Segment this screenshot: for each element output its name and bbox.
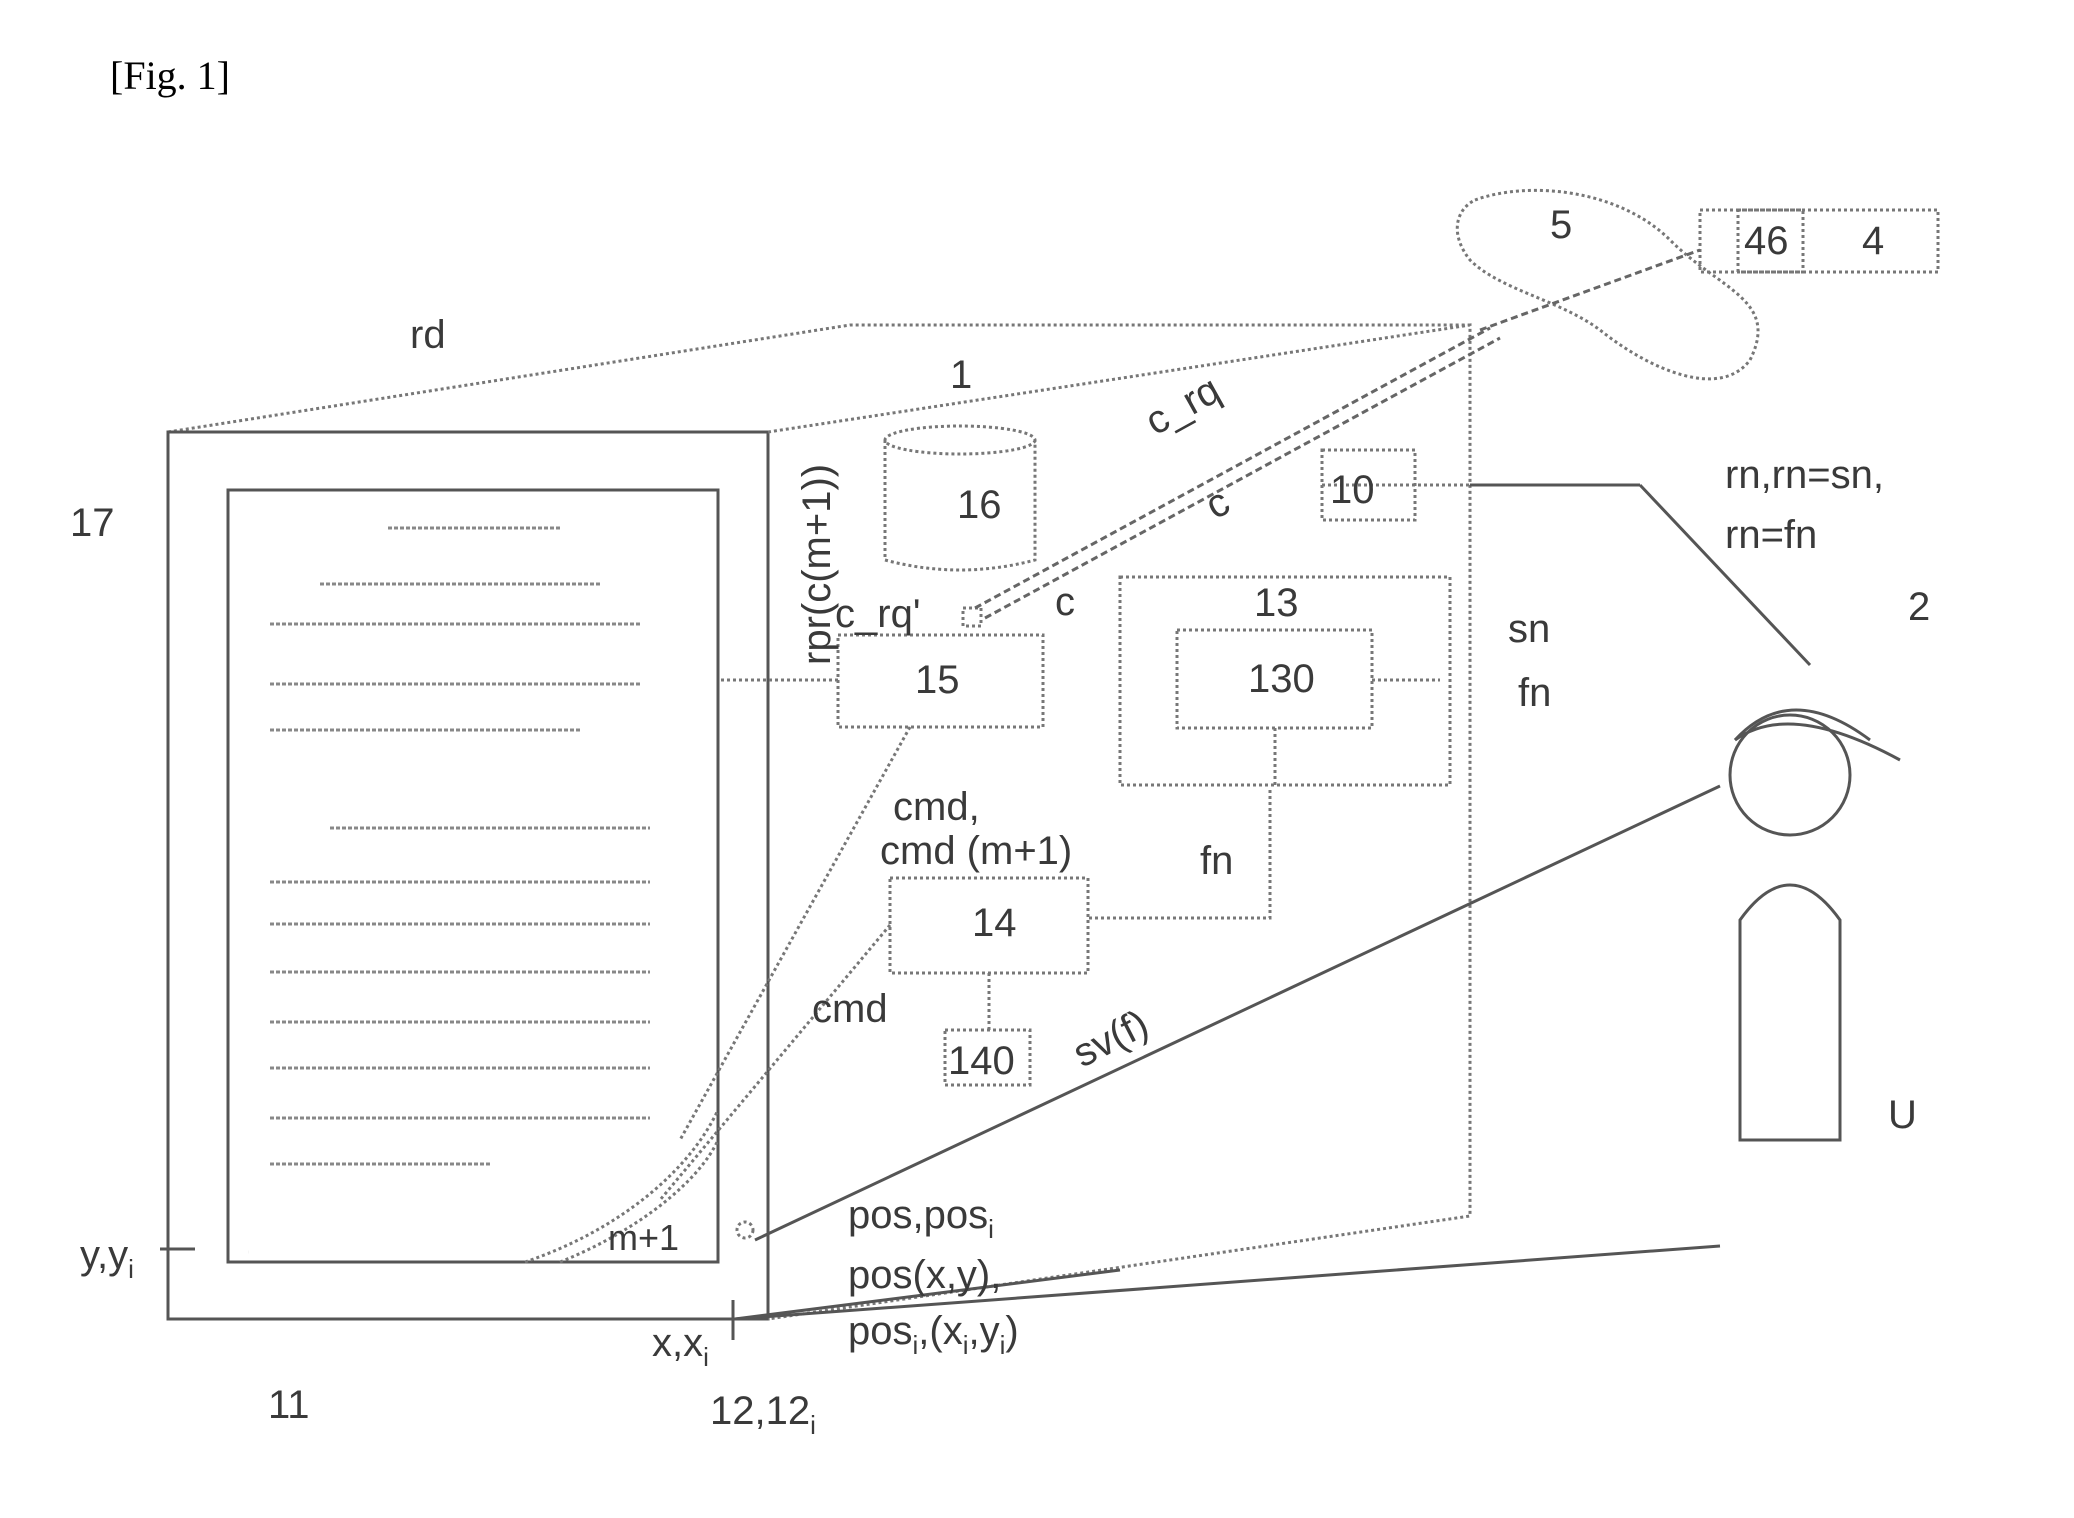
label-2: 2 — [1908, 585, 1930, 629]
figure-label: [Fig. 1] — [110, 53, 230, 98]
label-user: U — [1888, 1093, 1917, 1137]
label-cmd-1: cmd, — [893, 785, 980, 829]
c-request-marker — [961, 606, 983, 628]
connections — [160, 248, 1812, 1340]
label-x: x,xi — [652, 1321, 709, 1372]
label-rpr: rpr(c(m+1)) — [795, 464, 839, 665]
module-46 — [1736, 208, 1805, 274]
label-c-small: c — [1055, 580, 1075, 624]
label-y: y,yi — [80, 1233, 134, 1284]
label-130: 130 — [1248, 657, 1315, 701]
network-5 — [1455, 188, 1760, 381]
component-140 — [943, 1028, 1032, 1087]
label-fn-bottom: fn — [1200, 839, 1233, 883]
label-140: 140 — [948, 1039, 1015, 1083]
label-17: 17 — [70, 501, 115, 545]
label-rd: rd — [410, 313, 446, 357]
label-rn-1: rn,rn=sn, — [1725, 453, 1884, 497]
label-16: 16 — [957, 483, 1002, 527]
label-cmd-2: cmd (m+1) — [880, 829, 1072, 873]
label-c: c — [1198, 480, 1237, 528]
label-pos-2: pos(x,y), — [848, 1253, 1001, 1297]
label-sv: sv(f) — [1066, 1002, 1155, 1077]
label-15: 15 — [915, 658, 960, 702]
label-13: 13 — [1254, 581, 1299, 625]
device-body — [166, 323, 1472, 1321]
label-10: 10 — [1330, 468, 1375, 512]
label-rn-2: rn=fn — [1725, 513, 1817, 557]
label-1: 1 — [950, 353, 972, 397]
label-c-rq: c_rq — [1138, 368, 1227, 444]
display-screen — [226, 488, 720, 1264]
server-4 — [1698, 208, 1940, 274]
label-46: 46 — [1744, 219, 1789, 263]
user-figure — [1728, 708, 1901, 1142]
label-12: 12,12i — [710, 1389, 816, 1440]
label-pos-3: posi,(xi,yi) — [848, 1309, 1019, 1360]
label-4: 4 — [1862, 219, 1884, 263]
label-m1: m+1 — [608, 1217, 679, 1258]
label-pos-1: pos,posi — [848, 1193, 994, 1244]
label-sn: sn — [1508, 607, 1550, 651]
label-11: 11 — [268, 1383, 310, 1427]
label-cmd-lower: cmd — [812, 987, 888, 1031]
label-5: 5 — [1550, 203, 1572, 247]
component-16 — [883, 424, 1037, 572]
label-c-rq-prime: c_rq' — [835, 592, 920, 636]
label-fn-right: fn — [1518, 671, 1551, 715]
label-14: 14 — [972, 901, 1017, 945]
component-13 — [1118, 575, 1452, 787]
position-marker — [735, 1220, 755, 1240]
